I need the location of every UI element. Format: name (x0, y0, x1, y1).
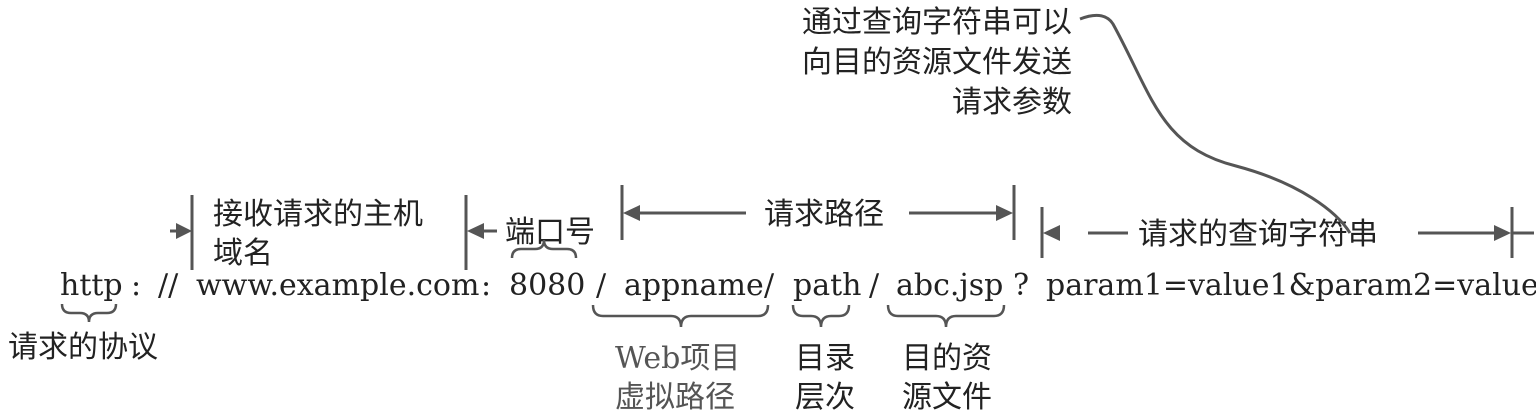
url-slash-3: / (869, 268, 880, 303)
host-annotation: 接收请求的主机 域名 (170, 195, 468, 271)
request-path-annotation: 请求路径 (620, 185, 1016, 240)
target-resource-label-line-1: 目的资 (902, 341, 992, 376)
dir-level-label-line-1: 目录 (795, 341, 855, 376)
dir-level-label-line-2: 层次 (795, 380, 855, 415)
protocol-annotation: 请求的协议 (8, 303, 158, 365)
web-path-label-line-2: 虚拟路径 (615, 380, 735, 415)
query-arrow-left (1043, 225, 1060, 241)
url-port: 8080 (509, 268, 585, 303)
url-path: path (793, 268, 861, 303)
protocol-brace (60, 303, 118, 323)
url-slash-2: / (764, 268, 775, 303)
url-slash-1: / (596, 268, 607, 303)
port-label: 端口号 (505, 215, 595, 250)
request-path-arrow-left (623, 205, 640, 221)
query-string-annotation: 请求的查询字符串 (1040, 207, 1534, 258)
url-question: ? (1013, 268, 1029, 303)
web-path-annotation: Web项目 虚拟路径 (591, 304, 770, 415)
host-arrow-right-head (176, 223, 192, 239)
request-path-arrow-right (996, 205, 1013, 221)
note-line-1: 通过查询字符串可以 (802, 5, 1072, 40)
web-path-brace (591, 304, 770, 328)
url-resource: abc.jsp (896, 268, 1003, 303)
target-resource-annotation: 目的资 源文件 (886, 304, 1006, 415)
dir-level-annotation: 目录 层次 (791, 304, 855, 415)
target-resource-label-line-2: 源文件 (902, 380, 992, 415)
web-path-label-line-1: Web项目 (615, 341, 740, 376)
url-query: param1=value1&param2=value2 (1046, 268, 1536, 303)
url-appname: appname (624, 268, 764, 303)
note-line-2: 向目的资源文件发送 (802, 45, 1072, 80)
protocol-label: 请求的协议 (8, 330, 158, 365)
url-colon-2: : (481, 268, 491, 303)
host-label-line-2: 域名 (213, 236, 273, 271)
query-label: 请求的查询字符串 (1138, 217, 1378, 252)
dir-level-brace (791, 304, 851, 328)
url-colon-1: : (131, 268, 141, 303)
query-arrow-right (1494, 225, 1511, 241)
target-resource-brace (886, 304, 1006, 328)
request-path-label: 请求路径 (764, 197, 884, 232)
note-leader-line (1079, 13, 1352, 234)
url-line: http : // www.example.com : 8080 / appna… (60, 268, 1536, 303)
url-protocol: http (60, 268, 123, 303)
url-host: www.example.com (196, 268, 479, 303)
url-slashes: // (158, 268, 179, 303)
port-annotation: 端口号 (467, 215, 595, 259)
note-line-3: 请求参数 (952, 85, 1072, 120)
host-label-line-1: 接收请求的主机 (213, 197, 423, 232)
port-arrow-left-head (467, 223, 484, 239)
query-note-callout: 通过查询字符串可以 向目的资源文件发送 请求参数 (802, 5, 1352, 234)
port-brace (510, 239, 578, 259)
